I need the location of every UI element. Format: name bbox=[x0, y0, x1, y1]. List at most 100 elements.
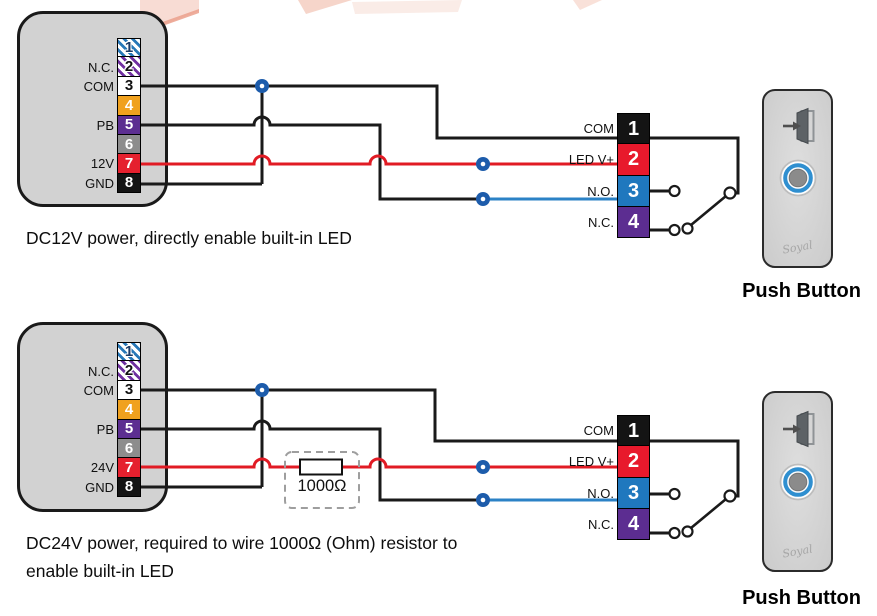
door-exit-icon bbox=[783, 107, 815, 145]
top-black-wires bbox=[141, 84, 617, 201]
terminal-cell-2: 2 bbox=[117, 361, 141, 381]
switch-lever-end bbox=[681, 222, 694, 235]
switch-contact-nc bbox=[668, 223, 681, 237]
button-center bbox=[788, 472, 808, 492]
terminal-cell-1: 1 bbox=[117, 342, 141, 362]
door-exit-icon bbox=[783, 410, 815, 448]
push-button-title-top: Push Button bbox=[742, 280, 861, 302]
terminal-cell-2: 2 bbox=[117, 57, 141, 77]
terminal-cell-5: 5 bbox=[117, 419, 141, 439]
terminal-label-6 bbox=[58, 439, 114, 458]
switch-contact-no bbox=[668, 487, 681, 501]
top-junction-dots bbox=[255, 79, 490, 206]
pb-terminal-label-nc: N.C. bbox=[588, 516, 614, 532]
caption-dc12v: DC12V power, directly enable built-in LE… bbox=[26, 228, 352, 248]
pb-terminal-cell-4: 4 bbox=[617, 206, 650, 238]
push-button-device-top: Soyal bbox=[762, 89, 833, 268]
button-blue-ring bbox=[783, 163, 813, 193]
junction-dot-hole bbox=[480, 161, 486, 167]
terminal-cell-8: 8 bbox=[117, 173, 141, 193]
wire-pb bbox=[141, 419, 483, 502]
controller-terminal-strip-bottom: 1 N.C. 2 COM 3 4 PB 5 6 24V 7 GND 8 bbox=[58, 342, 141, 497]
switch-lever bbox=[690, 194, 727, 227]
wire-24v-red bbox=[141, 457, 617, 469]
door-leaf bbox=[796, 410, 809, 448]
pb-terminal-label-no: N.O. bbox=[587, 485, 614, 501]
resistor-body bbox=[299, 458, 343, 476]
watermark-shape bbox=[352, 0, 462, 14]
terminal-cell-3: 3 bbox=[117, 76, 141, 97]
arrow-head bbox=[793, 424, 801, 434]
junction-dot-hole bbox=[259, 83, 265, 89]
terminal-label-1 bbox=[58, 38, 114, 57]
terminal-label-2: N.C. bbox=[88, 59, 114, 75]
watermark-shape bbox=[298, 0, 352, 14]
resistor-symbol bbox=[284, 451, 360, 509]
pb-terminal-label-com: COM bbox=[583, 423, 614, 439]
terminal-label-5: PB bbox=[96, 117, 114, 133]
controller-terminal-strip-top: 1 N.C. 2 COM 3 4 PB 5 6 12V 7 GND 8 bbox=[58, 38, 141, 193]
arrow-head bbox=[793, 121, 801, 131]
caption-line-1: DC24V power, required to wire 1000Ω (Ohm… bbox=[26, 533, 458, 553]
terminal-cell-5: 5 bbox=[117, 115, 141, 135]
terminal-label-7: 24V bbox=[90, 460, 114, 476]
button-center bbox=[788, 168, 808, 188]
pb-terminal-cell-4: 4 bbox=[617, 508, 650, 540]
terminal-cell-3: 3 bbox=[117, 380, 141, 401]
junction-dot-hole bbox=[480, 196, 486, 202]
switch-com-link bbox=[650, 439, 740, 498]
terminal-label-6 bbox=[58, 135, 114, 154]
terminal-label-8: GND bbox=[85, 175, 114, 191]
caption-dc24v: DC24V power, required to wire 1000Ω (Ohm… bbox=[26, 529, 457, 585]
push-button-title-bottom: Push Button bbox=[742, 587, 861, 609]
round-button-icon bbox=[779, 463, 817, 501]
terminal-cell-6: 6 bbox=[117, 134, 141, 155]
switch-contact-nc bbox=[668, 526, 681, 540]
push-button-device-bottom: Soyal bbox=[762, 391, 833, 572]
terminal-cell-6: 6 bbox=[117, 438, 141, 459]
wire-pb bbox=[141, 115, 483, 201]
pb-terminal-cell-3: 3 bbox=[617, 175, 650, 207]
terminal-label-8: GND bbox=[85, 479, 114, 495]
pb-terminal-cell-1: 1 bbox=[617, 415, 650, 447]
switch-com-link bbox=[650, 136, 740, 195]
terminal-cell-7: 7 bbox=[117, 154, 141, 174]
terminal-cell-8: 8 bbox=[117, 477, 141, 497]
wire-com-to-button bbox=[141, 84, 617, 140]
pb-terminal-cell-2: 2 bbox=[617, 144, 650, 176]
push-button-terminal-block-bottom: COM 1 LED V+ 2 N.O. 3 N.C. 4 bbox=[555, 415, 650, 540]
bottom-black-wires bbox=[141, 388, 617, 502]
terminal-cell-1: 1 bbox=[117, 38, 141, 58]
bottom-junction-dots bbox=[255, 383, 490, 507]
watermark-shape bbox=[573, 0, 602, 10]
controller-device-top bbox=[17, 11, 168, 207]
resistor-dashed-box bbox=[284, 451, 360, 509]
bottom-switch-symbol bbox=[650, 439, 740, 540]
switch-lever-end bbox=[681, 525, 694, 538]
switch-pivot bbox=[723, 489, 737, 503]
terminal-cell-7: 7 bbox=[117, 458, 141, 478]
brand-signature: Soyal bbox=[781, 542, 814, 561]
terminal-label-1 bbox=[58, 342, 114, 361]
terminal-label-4 bbox=[58, 96, 114, 115]
terminal-label-4 bbox=[58, 400, 114, 419]
terminal-label-7: 12V bbox=[90, 156, 114, 172]
junction-dot-hole bbox=[259, 387, 265, 393]
round-button-icon bbox=[779, 159, 817, 197]
switch-contact-no bbox=[668, 184, 681, 198]
wire-com-to-button bbox=[141, 388, 617, 443]
junction-dot-hole bbox=[480, 464, 486, 470]
pb-terminal-label-ledv: LED V+ bbox=[568, 454, 614, 470]
top-switch-symbol bbox=[650, 136, 740, 237]
brand-signature: Soyal bbox=[781, 238, 814, 257]
door-leaf bbox=[796, 107, 809, 145]
terminal-label-2: N.C. bbox=[88, 363, 114, 379]
terminal-label-3: COM bbox=[83, 382, 114, 398]
switch-pivot bbox=[723, 186, 737, 200]
pb-terminal-cell-1: 1 bbox=[617, 113, 650, 145]
pb-terminal-cell-3: 3 bbox=[617, 477, 650, 509]
junction-dot-hole bbox=[480, 497, 486, 503]
controller-device-bottom bbox=[17, 322, 168, 512]
